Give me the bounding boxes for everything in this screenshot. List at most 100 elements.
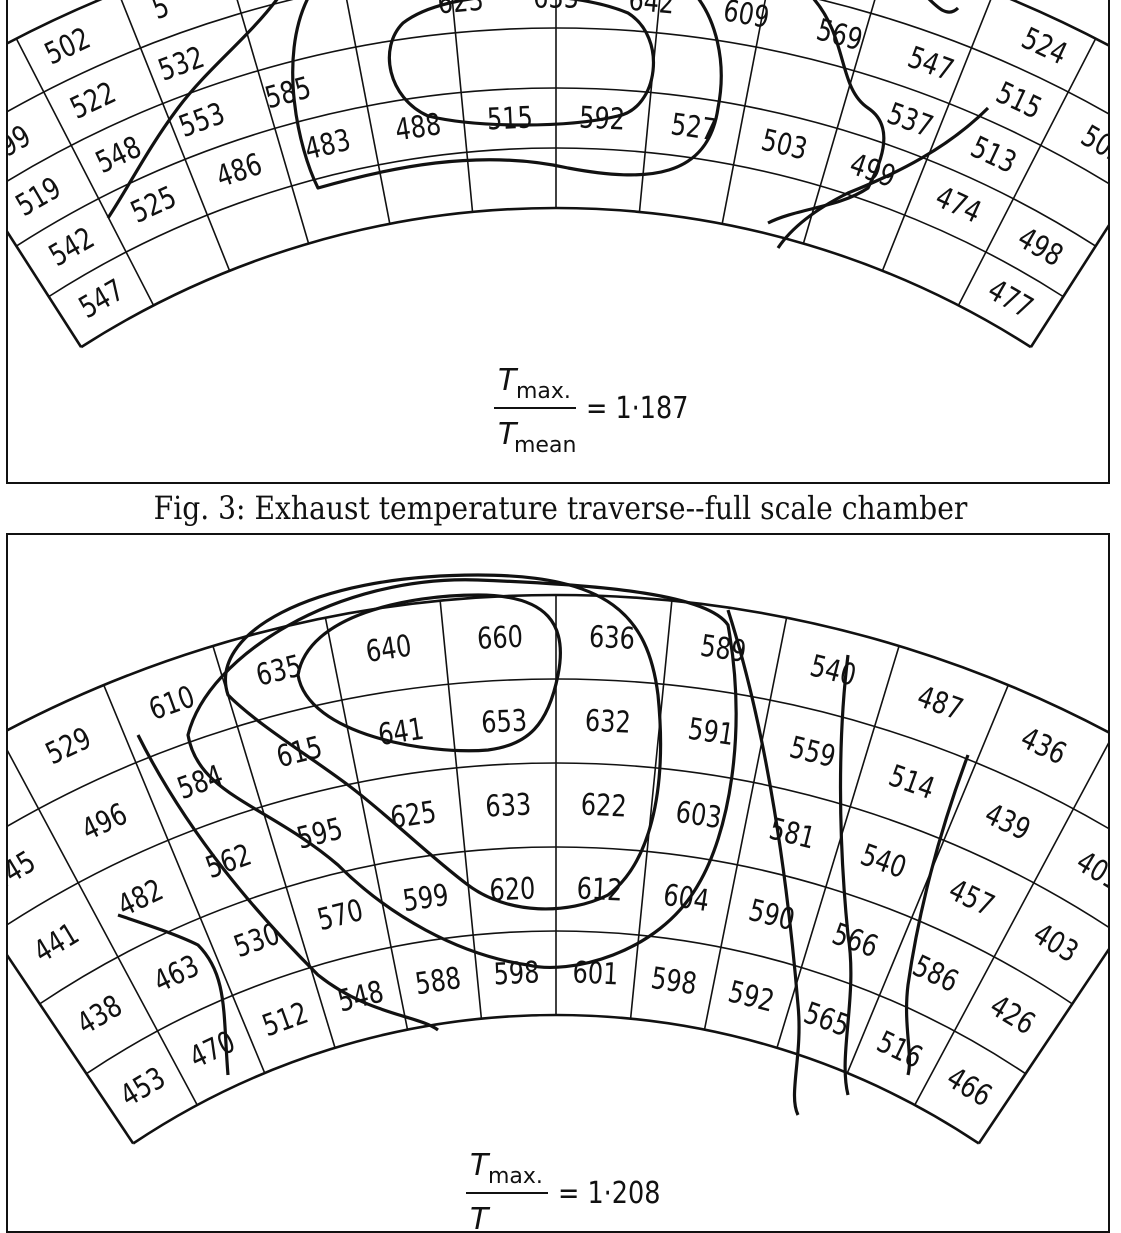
bottom-ratio-value: = 1·208 — [558, 1175, 660, 1211]
bottom-ratio-denominator: T — [470, 1202, 491, 1233]
bottom-cell-value: 591 — [686, 712, 736, 753]
bottom-cell-value: 562 — [201, 838, 256, 886]
bottom-cell-value: 514 — [884, 759, 939, 807]
top-cell-value: 499 — [845, 147, 899, 194]
bottom-cell-value: 581 — [766, 812, 819, 856]
top-ratio-denominator-sub: mean — [514, 433, 576, 458]
top-cell-value: 537 — [883, 97, 938, 145]
bottom-cell-value: 660 — [476, 620, 523, 656]
bottom-isotherm-contour — [188, 580, 736, 968]
bottom-cell-value: 598 — [493, 956, 540, 992]
bottom-cell-value: 403 — [1027, 917, 1084, 970]
bottom-cell-value: 529 — [41, 721, 97, 772]
bottom-cell-value: 632 — [584, 704, 631, 740]
top-cell-value: 547 — [73, 273, 130, 326]
bottom-radial-line — [440, 601, 481, 1019]
top-cell-value: 519 — [10, 171, 67, 224]
top-cell-value: 542 — [44, 221, 101, 274]
bottom-cell-value: 438 — [71, 989, 128, 1042]
bottom-cell-value: 599 — [401, 878, 451, 919]
bottom-cell-value: 496 — [77, 797, 133, 848]
bottom-cell-value: 633 — [485, 788, 532, 824]
top-cell-value: 477 — [982, 273, 1039, 326]
top-cell-value: 513 — [965, 130, 1021, 180]
top-ratio-value: = 1·187 — [586, 390, 688, 426]
top-cell-value: 474 — [930, 180, 986, 230]
top-cell-labels: 4605025568602610567571524508499522532623… — [8, 0, 1110, 326]
top-cell-value: 609 — [721, 0, 772, 36]
bottom-cell-value: 625 — [388, 795, 438, 836]
bottom-cell-value: 620 — [489, 872, 536, 908]
bottom-cell-value: 603 — [673, 795, 723, 836]
figure-top-panel: 4605025568602610567571524508499522532623… — [6, 0, 1110, 484]
top-cell-value: 502 — [40, 22, 96, 72]
bottom-cell-value: 401 — [1070, 845, 1110, 898]
top-cell-value: 515 — [991, 76, 1047, 126]
bottom-cell-value: 530 — [230, 917, 285, 965]
bottom-cell-value: 592 — [725, 975, 778, 1019]
top-cell-value: 515 — [486, 101, 533, 137]
top-cell-value: 548 — [91, 130, 147, 180]
top-cell-value: 503 — [758, 123, 811, 167]
top-cell-value: 527 — [669, 108, 719, 148]
bottom-cell-value: 636 — [588, 620, 635, 656]
top-isotherm-contour — [928, 0, 958, 12]
top-cell-value: 488 — [393, 108, 443, 148]
bottom-cell-value: 540 — [856, 838, 911, 886]
figure-bottom-panel: 4735296106356406606365895404874364054454… — [6, 533, 1110, 1233]
top-cell-value: 524 — [1016, 22, 1072, 72]
top-radial-line — [958, 39, 1095, 306]
bottom-cell-value: 570 — [314, 893, 367, 937]
bottom-cell-value: 436 — [1015, 721, 1071, 772]
top-radial-line — [118, 0, 229, 271]
top-ring-line — [81, 208, 1031, 347]
bottom-cell-value: 604 — [661, 878, 711, 919]
bottom-isotherm-contour — [728, 610, 799, 1115]
bottom-cell-value: 640 — [364, 629, 414, 670]
top-cell-value: 498 — [1012, 221, 1069, 274]
figure-bottom-diagram: 4735296106356406606365895404874364054454… — [8, 535, 1110, 1233]
bottom-cell-value: 453 — [115, 1061, 172, 1114]
bottom-ring-line — [133, 1015, 979, 1143]
figure-caption: Fig. 3: Exhaust temperature traverse--fu… — [67, 486, 1053, 530]
bottom-cell-value: 586 — [907, 949, 963, 1000]
bottom-cell-value: 622 — [580, 788, 627, 824]
figure-top-diagram: 4605025568602610567571524508499522532623… — [8, 0, 1110, 484]
top-cell-value: 5 — [148, 0, 174, 27]
bottom-cell-value: 548 — [334, 975, 387, 1019]
bottom-cell-value: 512 — [258, 996, 313, 1044]
top-cell-value: 525 — [126, 180, 182, 230]
bottom-cell-value: 439 — [979, 797, 1035, 848]
bottom-cell-value: 516 — [871, 1025, 927, 1076]
bottom-cell-value: 540 — [807, 649, 860, 693]
bottom-cell-value: 445 — [8, 845, 42, 898]
top-cell-value: 547 — [903, 40, 958, 88]
bottom-cell-value: 463 — [149, 949, 205, 1000]
top-cell-value: 486 — [212, 147, 266, 194]
bottom-cell-value: 566 — [828, 917, 883, 965]
bottom-cell-value: 598 — [649, 961, 699, 1002]
bottom-cell-value: 588 — [413, 961, 463, 1002]
bottom-radial-line — [915, 735, 1110, 1105]
bottom-cell-value: 457 — [943, 873, 999, 924]
top-cell-value: 585 — [262, 71, 315, 116]
bottom-cell-value: 426 — [984, 989, 1041, 1042]
bottom-cell-value: 559 — [786, 731, 839, 775]
top-cell-value: 502 — [1075, 119, 1110, 172]
bottom-radial-line — [8, 794, 133, 1143]
bottom-cell-value: 470 — [185, 1025, 241, 1076]
bottom-cell-value: 466 — [940, 1061, 997, 1114]
bottom-cell-value: 653 — [480, 704, 527, 740]
top-cell-value: 633 — [533, 0, 579, 15]
top-cell-value: 522 — [65, 76, 121, 126]
bottom-ratio-numerator-sub: max. — [488, 1164, 543, 1189]
top-ratio-numerator-sub: max. — [516, 379, 571, 404]
top-cell-value: 499 — [8, 119, 37, 172]
top-cell-value: 483 — [301, 123, 354, 167]
bottom-cell-labels: 4735296106356406606365895404874364054454… — [8, 620, 1110, 1114]
bottom-cell-value: 441 — [28, 917, 85, 970]
bottom-cell-value: 487 — [913, 680, 968, 728]
top-radial-line — [16, 39, 153, 306]
